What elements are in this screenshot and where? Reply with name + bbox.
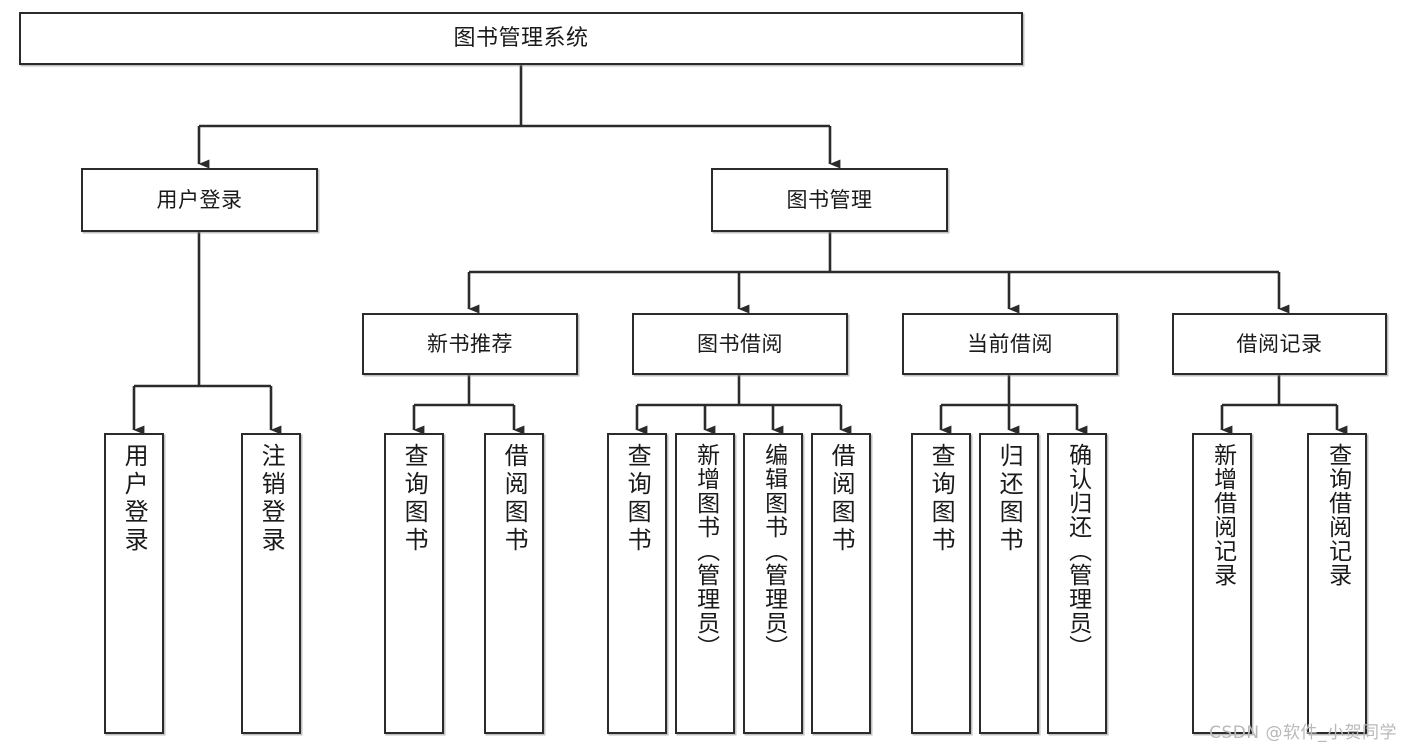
node-label: 图书管理: [786, 187, 873, 212]
leaf-user-login[interactable]: 用户登录: [104, 433, 164, 734]
node-label: 用户登录: [156, 187, 243, 212]
node-user-login[interactable]: 用户登录: [81, 168, 318, 232]
node-label: 查询图书: [623, 443, 652, 555]
leaf-borrow-add-book-admin[interactable]: 新增图书（管理员）: [675, 433, 735, 734]
leaf-record-add-record[interactable]: 新增借阅记录: [1192, 433, 1252, 734]
node-label: 借阅图书: [827, 443, 856, 555]
node-label: 新增图书（管理员）: [692, 443, 719, 659]
leaf-current-return-book[interactable]: 归还图书: [979, 433, 1039, 734]
node-label: 查询图书: [927, 443, 956, 555]
node-label: 注销登录: [257, 443, 286, 555]
node-label: 借阅图书: [500, 443, 529, 555]
node-label: 确认归还（管理员）: [1064, 443, 1091, 659]
node-label: 查询借阅记录: [1324, 443, 1351, 587]
node-book-management[interactable]: 图书管理: [711, 168, 948, 232]
leaf-newbook-borrow-book[interactable]: 借阅图书: [484, 433, 544, 734]
node-label: 编辑图书（管理员）: [760, 443, 787, 659]
node-root-system[interactable]: 图书管理系统: [19, 12, 1023, 65]
leaf-current-query-book[interactable]: 查询图书: [911, 433, 971, 734]
node-new-book-recommend[interactable]: 新书推荐: [362, 313, 578, 375]
leaf-newbook-query-book[interactable]: 查询图书: [384, 433, 444, 734]
leaf-user-logout[interactable]: 注销登录: [241, 433, 301, 734]
node-label: 图书借阅: [697, 331, 783, 356]
leaf-record-query-record[interactable]: 查询借阅记录: [1307, 433, 1367, 734]
node-current-borrow[interactable]: 当前借阅: [902, 313, 1118, 375]
node-borrow-record[interactable]: 借阅记录: [1172, 313, 1387, 375]
node-label: 当前借阅: [967, 331, 1053, 356]
leaf-borrow-borrow-book[interactable]: 借阅图书: [811, 433, 871, 734]
leaf-current-confirm-return-admin[interactable]: 确认归还（管理员）: [1047, 433, 1107, 734]
csdn-watermark: CSDN @软件_小贺同学: [1209, 723, 1397, 743]
node-book-borrow[interactable]: 图书借阅: [632, 313, 848, 375]
leaf-borrow-edit-book-admin[interactable]: 编辑图书（管理员）: [743, 433, 803, 734]
node-label: 归还图书: [995, 443, 1024, 555]
node-label: 新书推荐: [427, 331, 513, 356]
node-label: 用户登录: [120, 443, 149, 555]
node-label: 查询图书: [400, 443, 429, 555]
node-label: 图书管理系统: [453, 25, 589, 51]
node-label: 新增借阅记录: [1209, 443, 1236, 587]
leaf-borrow-query-book[interactable]: 查询图书: [607, 433, 667, 734]
node-label: 借阅记录: [1236, 331, 1323, 356]
